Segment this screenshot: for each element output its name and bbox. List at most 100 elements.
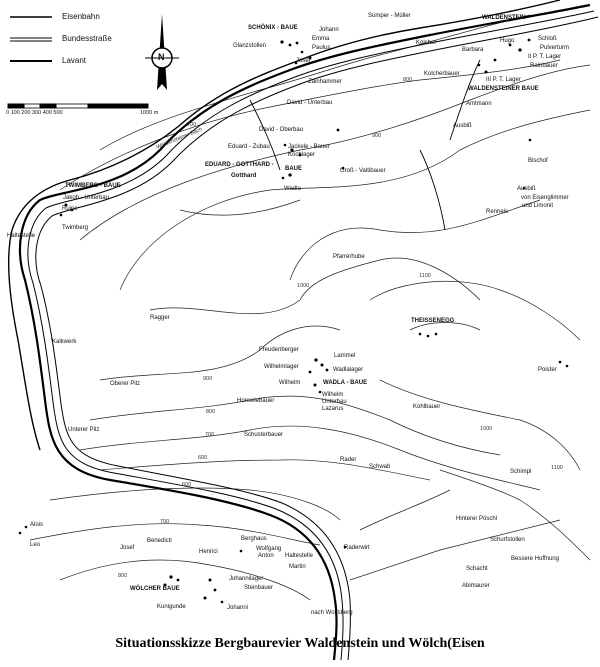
label-steinbauer: Steinbauer <box>244 585 274 591</box>
legend-river-label: Lavant <box>62 56 87 65</box>
label-raderwirt: Raderwirt <box>344 545 370 551</box>
contour-label: 1000 <box>480 426 493 432</box>
label-leo: Leo <box>30 542 41 548</box>
contour-label: 700 <box>187 122 197 128</box>
map-caption: Situationsskizze Bergbaurevier Waldenste… <box>115 636 485 651</box>
label-martin: Martin <box>289 564 306 570</box>
label-anton: Anton <box>258 553 274 559</box>
label-haltestelle-2: Haltestelle <box>285 553 314 559</box>
label-lazarus: Lazarus <box>322 406 344 412</box>
label-twimberg-baue: TWIMBERG - BAUE <box>65 183 121 189</box>
label-johanni: Johanni <box>227 605 249 611</box>
label-schurfstollen: Schurfstollen <box>490 537 525 543</box>
contour-label: 800 <box>403 77 413 83</box>
label-eduard-gotthard-baue: EDUARD - GOTTHARD - <box>205 162 274 168</box>
label-eduard-zubau: Eduard - Zubau <box>228 144 270 150</box>
label-bessere-hoffnung: Bessere Hoffnung <box>511 556 559 562</box>
label-david-oberbau: David - Oberbau <box>259 127 304 133</box>
label-poister: Poister <box>538 367 557 373</box>
label-waldenstein: WALDENSTEIN <box>482 15 526 21</box>
label-johann: Johann <box>319 27 339 33</box>
label-ausbiss-eisen: Ausbiß <box>517 186 536 192</box>
contour-label: 900 <box>203 376 213 382</box>
label-schwab: Schwab <box>369 464 391 470</box>
label-kolcher: Kolcher <box>416 40 437 46</box>
mine-markers <box>18 38 569 604</box>
label-bischof: Bischof <box>528 158 548 164</box>
label-woelcher-baue: WÖLCHER BAUE <box>130 586 180 592</box>
label-wadla-baue: WADLA - BAUE <box>323 380 368 386</box>
label-josef-south: Josef <box>120 545 135 551</box>
label-unterbau: Unterbau <box>322 399 347 405</box>
valley-corridor <box>7 0 599 661</box>
label-henrici: Henrici <box>199 549 218 555</box>
label-schloss: Schloß <box>538 36 557 42</box>
legend-railway-label: Eisenbahn <box>62 12 100 21</box>
label-honselebauer: Honselebauer <box>237 398 275 404</box>
scale-end: 1000 m <box>140 110 159 116</box>
label-kalkwerk: Kalkwerk <box>52 339 77 345</box>
label-wadlalager: Wadlalager <box>333 367 364 373</box>
label-ragger: Ragger <box>150 315 170 321</box>
label-rader: Rader <box>340 457 357 463</box>
contour-label: 600 <box>198 455 208 461</box>
label-gross-valtibauer: Groß - Valtibauer <box>340 168 386 174</box>
label-benedicti: Benedicti <box>147 538 172 544</box>
label-ausbiss-1: Ausbiß <box>453 123 472 129</box>
label-wolfgang: Wolfgang <box>256 546 282 552</box>
label-emma: Emma <box>312 36 330 42</box>
label-kochlager: Kochlager <box>288 152 316 158</box>
north-label: N <box>158 52 165 62</box>
label-david-unterbau: David - Unterbau <box>287 100 333 106</box>
label-und-limonit: und Limonit <box>522 203 554 209</box>
legend-symbols <box>10 16 52 62</box>
label-renneis: Renneis <box>486 209 509 215</box>
label-baue: BAUE <box>285 166 303 172</box>
label-schusterbauer: Schusterbauer <box>244 432 284 438</box>
label-wilhelm-unterbau: Wilhelm <box>322 392 344 398</box>
label-zainhammer: Zainhammer <box>308 79 342 85</box>
label-nach-wolfsberg: nach Wolfsberg <box>311 610 353 616</box>
label-paulus: Paulus <box>312 45 331 51</box>
contour-label: 700 <box>160 519 170 525</box>
contour-label: 800 <box>206 409 216 415</box>
legend-highway-label: Bundesstraße <box>62 34 112 43</box>
label-rainbauer: Rainbauer <box>530 63 558 69</box>
label-johannilager: Johannilager <box>229 576 264 582</box>
contour-label: 1100 <box>419 273 431 279</box>
label-twimberg: Twimberg <box>62 225 89 231</box>
label-schimpl: Schimpl <box>510 469 532 475</box>
streams <box>249 59 481 231</box>
label-berghaus: Berghaus <box>241 536 267 542</box>
label-barbara: Barbara <box>462 47 484 53</box>
north-arrow-icon <box>145 14 179 90</box>
label-freudenberger: Freudenberger <box>259 347 299 353</box>
label-unterer-pilz: Unterer Pilz <box>68 427 100 433</box>
label-oberer-pilz: Oberer Pilz <box>110 381 141 387</box>
label-josef-north: Josef <box>296 58 311 64</box>
label-pfarrerhube: Pfarrerhube <box>333 254 365 260</box>
contour-label: 1000 <box>297 283 310 289</box>
contour-label: 600 <box>182 482 192 488</box>
label-wilhelmlager: Wilhelmlager <box>264 364 299 370</box>
label-jackele-bauer: Jackele - Bauer <box>288 144 330 150</box>
label-jakob-unterbau: Jakob - Unterbau <box>63 195 110 201</box>
label-pulverturm: Pulverturm <box>540 45 570 51</box>
label-theissenegg: THEISSENEGG <box>411 318 455 324</box>
label-haltestelle-1: Haltestelle <box>7 233 36 239</box>
scale-bar <box>7 103 149 109</box>
label-hinterer-poeschl: Hinterer Pöschl <box>456 516 498 522</box>
contour-label: 800 <box>118 573 128 579</box>
label-schacht: Schacht <box>466 566 488 572</box>
label-schoenix-baue: SCHÖNIX - BAUE <box>248 25 298 31</box>
label-ruine: Ruine <box>62 206 78 212</box>
contour-label: 700 <box>205 432 215 438</box>
label-ii-pt-lager: II P. T. Lager <box>528 54 562 60</box>
label-abimaurer: Abimaurer <box>462 583 490 589</box>
label-amtmann: Amtmann <box>466 101 492 107</box>
label-kohlbauer: Kohlbauer <box>413 404 441 410</box>
scale-ticks: 0 100 200 300 400 500 <box>6 110 63 116</box>
label-iii-pt-lager: III P. T. Lager <box>486 77 521 83</box>
label-von-eisenglimmer: von Eisenglimmer <box>521 195 569 201</box>
